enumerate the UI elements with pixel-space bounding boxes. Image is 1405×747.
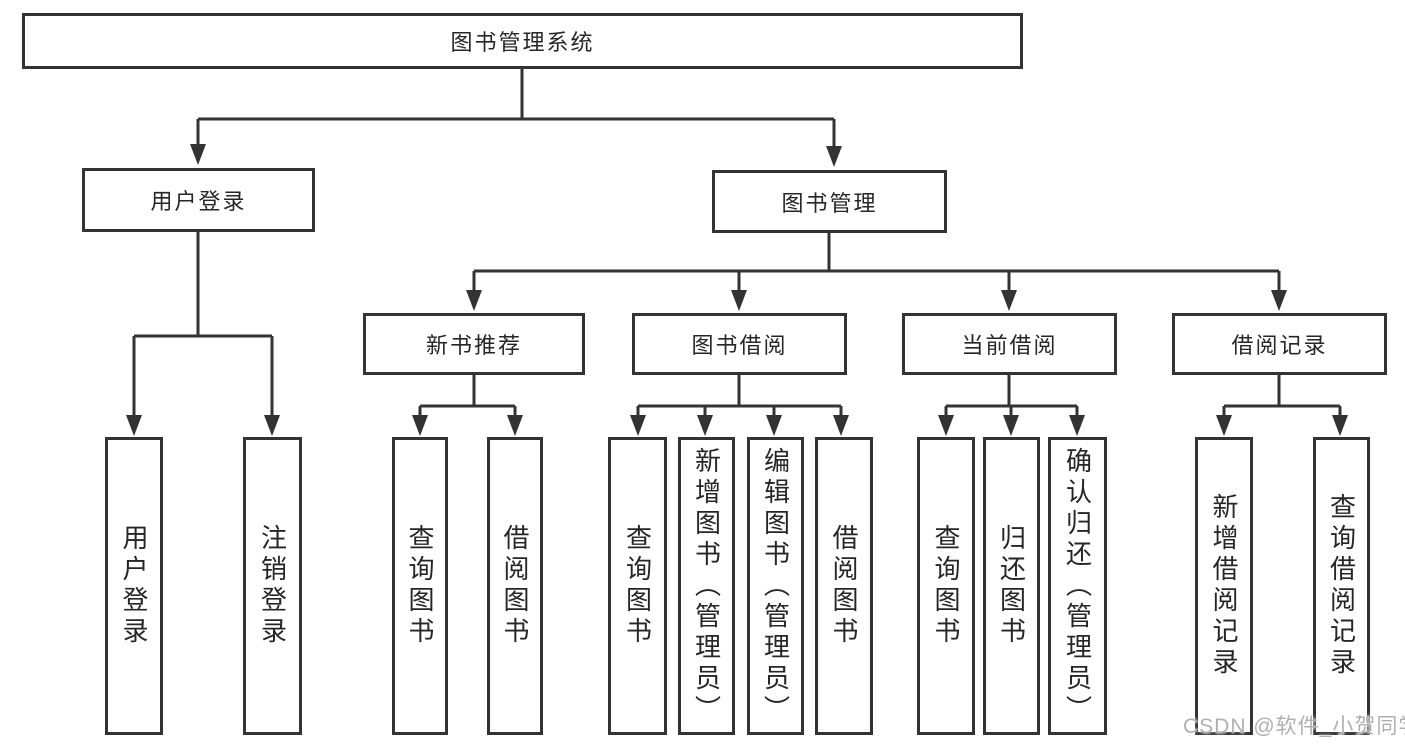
leaf-return-book: 归还图书: [983, 437, 1040, 735]
node-current-borrow: 当前借阅: [902, 313, 1117, 375]
csdn-watermark: CSDN @软件_小贺同学: [1183, 715, 1405, 738]
leaf-edit-book-admin: 编辑图书（管理员）: [747, 437, 804, 735]
leaf-borrow-book: 借阅图书: [815, 437, 873, 735]
node-library-management-system: 图书管理系统: [22, 13, 1023, 69]
leaf-query-book-current: 查询图书: [917, 437, 975, 735]
node-user-login: 用户登录: [82, 168, 315, 232]
node-new-book-recommend: 新书推荐: [363, 313, 585, 375]
node-borrow-records: 借阅记录: [1172, 313, 1387, 375]
leaf-logout-login: 注销登录: [243, 437, 302, 735]
leaf-confirm-return-admin: 确认归还（管理员）: [1048, 437, 1107, 735]
leaf-borrow-book-recommend: 借阅图书: [487, 437, 543, 735]
leaf-user-login: 用户登录: [105, 437, 163, 735]
leaf-add-borrow-record: 新增借阅记录: [1195, 437, 1253, 735]
leaf-query-borrow-record: 查询借阅记录: [1313, 437, 1370, 735]
node-book-management: 图书管理: [712, 170, 947, 233]
leaf-query-book-recommend: 查询图书: [392, 437, 448, 735]
node-book-borrow: 图书借阅: [632, 313, 847, 375]
leaf-query-book-borrow: 查询图书: [608, 437, 667, 735]
leaf-add-book-admin: 新增图书（管理员）: [678, 437, 735, 735]
